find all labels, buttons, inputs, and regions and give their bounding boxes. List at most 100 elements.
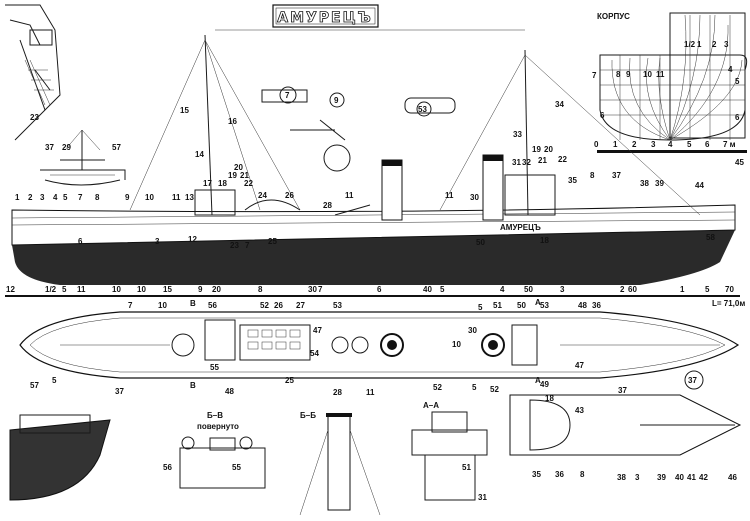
callout: 24 (258, 191, 267, 200)
side-profile: АМУРЕЦЪ (11, 29, 736, 285)
callout: 5 (63, 193, 68, 202)
callout: 52 (433, 383, 442, 392)
callout: 7 (285, 91, 290, 100)
station-label: 4 (728, 65, 733, 74)
plan-view (19, 311, 740, 379)
callout: 8 (95, 193, 100, 202)
length-label: L= 71,0м (712, 299, 745, 308)
scale-label: 6 (705, 140, 710, 149)
ruler-label: 5 (440, 285, 445, 294)
scale-label: 2 (632, 140, 637, 149)
callout: 57 (30, 381, 39, 390)
callout: 2 (28, 193, 33, 202)
callout: 48 (225, 387, 234, 396)
station-label: 1/2 (684, 40, 696, 49)
callout: 36 (592, 301, 601, 310)
callout: 35 (532, 470, 541, 479)
callout: 3 (40, 193, 45, 202)
callout: 48 (578, 301, 587, 310)
callout: 28 (323, 201, 332, 210)
callout: 21 (240, 171, 249, 180)
side-callouts: 1 2 3 4 5 7 8 9 10 11 13 12 23 7 6 3 15 … (15, 100, 744, 250)
ruler-label: 8 (258, 285, 263, 294)
callout: 28 (333, 388, 342, 397)
callout: 38 (640, 179, 649, 188)
callout: 53 (418, 105, 427, 114)
callout: 52 (490, 385, 499, 394)
callout: 20 (544, 145, 553, 154)
callout: 21 (538, 156, 547, 165)
callout: 5 (478, 303, 483, 312)
ruler-label: 60 (628, 285, 637, 294)
callout: 26 (274, 301, 283, 310)
callout: 33 (513, 130, 522, 139)
callout: 37 (618, 386, 627, 395)
callout: 49 (540, 380, 549, 389)
section-a-a: А–А 51 31 35 36 8 (411, 401, 585, 502)
callout: 47 (575, 361, 584, 370)
station-label: 6 (600, 111, 605, 120)
hull-lines-heading: КОРПУС (597, 12, 630, 21)
station-label: 2 (712, 40, 717, 49)
callout: 40 (675, 473, 684, 482)
station-label: 3 (724, 40, 729, 49)
callout: 39 (657, 473, 666, 482)
ruler-label: 70 (725, 285, 734, 294)
callout: B (190, 381, 196, 390)
callout: 29 (62, 143, 71, 152)
callout: 10 (145, 193, 154, 202)
callout: 16 (228, 117, 237, 126)
callout: 6 (78, 237, 83, 246)
ruler-label: 15 (163, 285, 172, 294)
callout: 45 (735, 158, 744, 167)
ruler-label: 30 (308, 285, 317, 294)
callout: 15 (180, 106, 189, 115)
callout: 47 (313, 326, 322, 335)
callout: 46 (728, 473, 737, 482)
callout: 12 (188, 235, 197, 244)
callout: 9 (334, 96, 339, 105)
station-label: 10 (643, 70, 652, 79)
ruler-label: 5 (705, 285, 710, 294)
callout: 39 (655, 179, 664, 188)
section-title: Б–В (207, 411, 223, 420)
callout: 30 (468, 326, 477, 335)
station-label: 7 (592, 71, 597, 80)
fitting-details (261, 86, 456, 172)
callout: 3 (155, 237, 160, 246)
ruler-label: 12 (6, 285, 15, 294)
stair-detail (5, 4, 61, 141)
callout: 18 (545, 394, 554, 403)
callout: 44 (695, 181, 704, 190)
station-label: 8 (616, 70, 621, 79)
callout: 42 (699, 473, 708, 482)
detail-label: 37 (688, 376, 697, 385)
frame-ruler: 12 1/2 5 11 10 10 15 9 20 8 30 7 6 40 5 … (5, 285, 745, 308)
section-title: Б–Б (300, 411, 316, 420)
callout: 1 (15, 193, 20, 202)
callout: 25 (268, 237, 277, 246)
station-label: 11 (656, 70, 665, 79)
callout: 53 (333, 301, 342, 310)
bow-view (40, 129, 126, 186)
callout: 11 (172, 193, 181, 202)
callout: 56 (163, 463, 172, 472)
callout: 56 (208, 301, 217, 310)
callout: 10 (452, 340, 461, 349)
callout: 9 (125, 193, 130, 202)
callout: 13 (185, 193, 194, 202)
callout: 18 (540, 236, 549, 245)
callout: 11 (345, 191, 354, 200)
scale-label: 0 (594, 140, 599, 149)
callout: 37 (45, 143, 54, 152)
scale-label: 1 (613, 140, 618, 149)
callout: 22 (558, 155, 567, 164)
station-label: 1 (697, 40, 702, 49)
callout: A (535, 376, 541, 385)
scale-label: 7 м (723, 140, 736, 149)
callout: 51 (493, 301, 502, 310)
ruler-label: 1/2 (45, 285, 57, 294)
station-label: 9 (626, 70, 631, 79)
ship-title: АМУРЕЦЪ (277, 10, 373, 26)
station-label: 6 (735, 113, 740, 122)
